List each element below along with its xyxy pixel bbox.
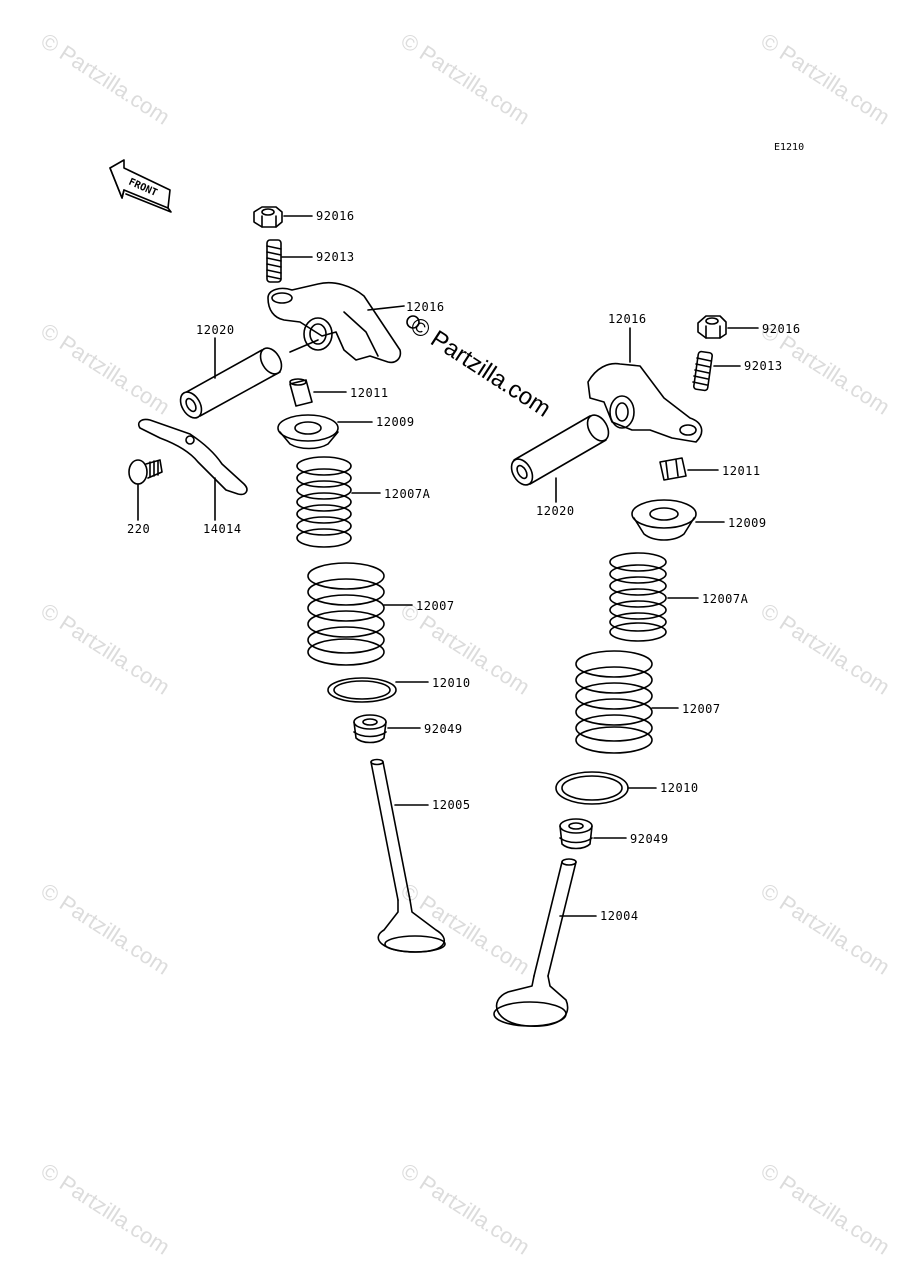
right-inner-spring-icon xyxy=(609,552,667,642)
left-adjuster-icon xyxy=(289,378,313,407)
label-left-nut: 92016 xyxy=(316,209,355,223)
left-rocker-arm-icon xyxy=(267,281,402,364)
label-right-stem-seal: 92049 xyxy=(630,832,669,846)
label-left-valve: 12005 xyxy=(432,798,471,812)
left-mark-icon xyxy=(406,315,420,329)
left-bolt-icon xyxy=(128,459,163,485)
left-stud-icon xyxy=(266,239,282,283)
right-adjuster-icon xyxy=(659,457,687,481)
right-nut-icon xyxy=(697,315,727,339)
label-left-adjuster: 12011 xyxy=(350,386,389,400)
label-left-shaft: 12020 xyxy=(196,323,235,337)
left-stem-seal-icon xyxy=(353,714,387,744)
right-stud-icon xyxy=(692,350,713,392)
left-plate-icon xyxy=(137,418,248,496)
label-left-stem-seal: 92049 xyxy=(424,722,463,736)
label-right-adjuster: 12011 xyxy=(722,464,761,478)
label-right-outer-spring: 12007 xyxy=(682,702,721,716)
left-inner-spring-icon xyxy=(296,456,352,548)
right-outer-spring-icon xyxy=(575,650,653,754)
label-right-inner-spring: 12007A xyxy=(702,592,749,606)
right-spring-seat-icon xyxy=(555,771,629,805)
label-left-retainer: 12009 xyxy=(376,415,415,429)
diagram-code: E1210 xyxy=(774,142,805,153)
left-shaft-icon xyxy=(179,347,283,419)
label-left-bolt: 220 xyxy=(127,522,151,536)
label-left-outer-spring: 12007 xyxy=(416,599,455,613)
label-left-inner-spring: 12007A xyxy=(384,487,431,501)
label-left-stud: 92013 xyxy=(316,250,355,264)
label-left-spring-seat: 12010 xyxy=(432,676,471,690)
label-right-shaft: 12020 xyxy=(536,504,575,518)
left-valve-icon xyxy=(370,758,446,953)
label-right-stud: 92013 xyxy=(744,359,783,373)
right-rocker-arm-icon xyxy=(587,362,703,443)
label-left-rocker-arm: 12016 xyxy=(406,300,445,314)
right-stem-seal-icon xyxy=(559,818,593,850)
right-shaft-icon xyxy=(510,414,610,486)
right-retainer-icon xyxy=(631,499,697,541)
label-right-valve: 12004 xyxy=(600,909,639,923)
label-right-retainer: 12009 xyxy=(728,516,767,530)
left-nut-icon xyxy=(253,206,283,228)
left-outer-spring-icon xyxy=(307,562,385,666)
right-valve-icon xyxy=(493,858,577,1027)
label-left-plate: 14014 xyxy=(203,522,242,536)
label-right-rocker-arm: 12016 xyxy=(608,312,647,326)
parts-drawing: FRONT xyxy=(109,159,759,1027)
left-retainer-icon xyxy=(277,414,339,450)
parts-diagram: © Partzilla.com © Partzilla.com © Partzi… xyxy=(36,28,894,1260)
label-right-spring-seat: 12010 xyxy=(660,781,699,795)
front-arrow-icon: FRONT xyxy=(109,159,172,213)
left-spring-seat-icon xyxy=(327,677,397,703)
label-right-nut: 92016 xyxy=(762,322,801,336)
